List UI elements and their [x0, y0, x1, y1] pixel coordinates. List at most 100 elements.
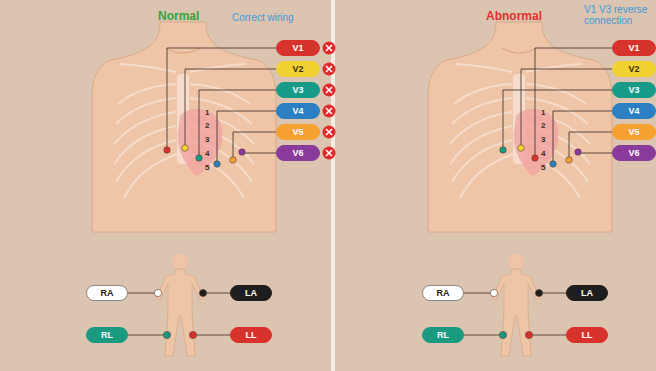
lead-wire [521, 69, 612, 148]
lead-wire [233, 132, 276, 160]
electrode-name: V1 [292, 43, 303, 53]
error-mark-cross [326, 87, 332, 93]
electrode-dot [199, 289, 206, 296]
lead-wire [503, 90, 612, 150]
electrode-label: LA [230, 285, 272, 301]
electrode-name: LA [581, 288, 593, 298]
lead-wire [535, 48, 612, 158]
electrode-label: V6 [276, 145, 320, 161]
lead-wire [199, 90, 276, 158]
electrode-label: LA [566, 285, 608, 301]
rib-number: 4 [205, 149, 209, 158]
electrode-dot [500, 147, 506, 153]
electrode-dot [230, 157, 236, 163]
electrode-label: V1 [276, 40, 320, 56]
electrode-dot [154, 289, 161, 296]
lead-wire [539, 293, 566, 294]
wiring-panel: Abnormal V1 V3 reverse connectionV1V2V3V4… [336, 0, 656, 371]
electrode-label: V5 [276, 124, 320, 140]
electrode-name: RA [101, 288, 114, 298]
electrode-dot [490, 289, 497, 296]
electrode-dot [239, 149, 245, 155]
electrode-label: V3 [612, 82, 656, 98]
lead-wire [203, 293, 230, 294]
electrode-dot [518, 145, 524, 151]
rib-number: 2 [205, 121, 209, 130]
electrode-label: V5 [612, 124, 656, 140]
lead-wire [553, 111, 612, 164]
electrode-dot [182, 145, 188, 151]
electrode-dot [550, 161, 556, 167]
electrode-name: RA [437, 288, 450, 298]
wiring-panel: Normal Correct wiringV1V2V3V4V5V6RA LA RL LL [0, 0, 331, 371]
electrode-dot [164, 147, 170, 153]
electrode-dot [189, 331, 196, 338]
electrode-label: RL [422, 327, 464, 343]
lead-wire [569, 132, 612, 160]
electrode-label: V4 [276, 103, 320, 119]
electrode-label: V2 [276, 61, 320, 77]
electrode-name: V6 [628, 148, 639, 158]
rib-number: 1 [205, 108, 209, 117]
rib-number: 3 [205, 135, 209, 144]
rib-number: 5 [541, 163, 545, 172]
electrode-label: V3 [276, 82, 320, 98]
rib-number: 5 [205, 163, 209, 172]
error-mark-cross [326, 129, 332, 135]
panel-title: Normal [158, 10, 199, 23]
electrode-dot [566, 157, 572, 163]
electrode-dot [499, 331, 506, 338]
electrode-dot [532, 155, 538, 161]
error-mark-cross [326, 150, 332, 156]
electrode-dot [196, 155, 202, 161]
electrode-name: V1 [628, 43, 639, 53]
lead-wire [167, 48, 276, 150]
lead-wire [242, 152, 276, 153]
panel-subtitle: V1 V3 reverse connection [584, 4, 656, 26]
electrode-name: V2 [628, 64, 639, 74]
lead-wire [464, 335, 503, 336]
lead-wire [128, 293, 158, 294]
lead-wire [128, 335, 167, 336]
lead-wire [217, 111, 276, 164]
lead-wire [193, 335, 230, 336]
electrode-dot [535, 289, 542, 296]
electrode-label: LL [566, 327, 608, 343]
electrode-dot [575, 149, 581, 155]
electrode-label: LL [230, 327, 272, 343]
electrode-name: RL [101, 330, 113, 340]
rib-number: 2 [541, 121, 545, 130]
electrode-name: V4 [292, 106, 303, 116]
electrode-name: V5 [628, 127, 639, 137]
electrode-name: V3 [628, 85, 639, 95]
electrode-name: LL [246, 330, 257, 340]
lead-wire [578, 152, 612, 153]
electrode-name: RL [437, 330, 449, 340]
electrode-label: V4 [612, 103, 656, 119]
error-mark-cross [326, 66, 332, 72]
electrode-name: V3 [292, 85, 303, 95]
electrode-dot [525, 331, 532, 338]
error-mark-cross [326, 45, 332, 51]
rib-number: 1 [541, 108, 545, 117]
electrode-label: V1 [612, 40, 656, 56]
panel-subtitle: Correct wiring [232, 12, 326, 23]
rib-number: 4 [541, 149, 545, 158]
error-mark [323, 84, 336, 97]
error-mark [323, 147, 336, 160]
electrode-label: RL [86, 327, 128, 343]
panel-title: Abnormal [486, 10, 542, 23]
electrode-name: LL [582, 330, 593, 340]
rib-number: 3 [541, 135, 545, 144]
electrode-dot [163, 331, 170, 338]
error-mark [323, 63, 336, 76]
error-mark-cross [326, 108, 332, 114]
lead-wire [464, 293, 494, 294]
electrode-name: V2 [292, 64, 303, 74]
electrode-dot [214, 161, 220, 167]
electrode-label: V6 [612, 145, 656, 161]
electrode-name: V6 [292, 148, 303, 158]
electrode-label: RA [422, 285, 464, 301]
electrode-label: RA [86, 285, 128, 301]
